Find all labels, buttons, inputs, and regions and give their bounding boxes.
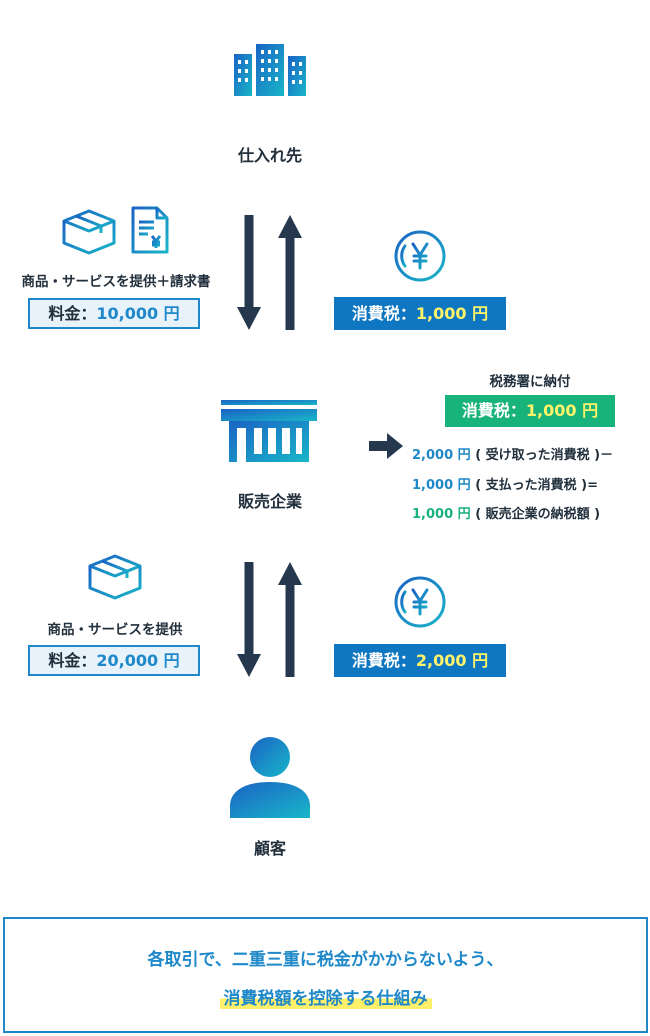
- top-goods-label: 商品・サービスを提供＋請求書: [21, 274, 211, 290]
- calc-line-1: 2,000 円 ( 受け取った消費税 )－: [412, 444, 613, 463]
- bottom-price-prefix: 料金：: [48, 651, 97, 670]
- yen-coin-icon: [393, 575, 447, 629]
- tax-office-tax-value: 1,000 円: [525, 401, 599, 420]
- calc-line-2: 1,000 円 ( 支払った消費税 )=: [412, 474, 598, 493]
- bottom-price-box: 料金：20,000 円: [28, 645, 200, 676]
- bottom-tax-box: 消費税：2,000 円: [334, 644, 506, 677]
- bottom-price-value: 20,000 円: [96, 651, 180, 670]
- top-tax-box: 消費税：1,000 円: [334, 297, 506, 330]
- bottom-tax-prefix: 消費税：: [351, 651, 416, 670]
- tax-office-tax-prefix: 消費税：: [461, 401, 526, 420]
- top-price-prefix: 料金：: [48, 304, 97, 323]
- supplier-label: 仕入れ先: [237, 146, 302, 165]
- summary-box: 各取引で、二重三重に税金がかからないよう、 消費税額を控除する仕組み: [3, 917, 648, 1033]
- tax-office-tax-box: 消費税：1,000 円: [445, 395, 615, 427]
- arrow-up-icon: [278, 562, 302, 677]
- calc-text-2: ( 支払った消費税 )=: [475, 478, 599, 493]
- bottom-tax-value: 2,000 円: [415, 651, 489, 670]
- summary-line-1: 各取引で、二重三重に税金がかからないよう、: [147, 950, 504, 970]
- yen-coin-icon: [393, 229, 447, 283]
- arrow-right-icon: [369, 433, 403, 459]
- box-icon: [86, 552, 144, 600]
- person-icon: [229, 736, 311, 818]
- customer-label: 顧客: [253, 839, 286, 858]
- tax-office-title: 税務署に納付: [489, 374, 571, 390]
- calc-line-3: 1,000 円 ( 販売企業の納税額 ): [412, 503, 600, 522]
- arrow-down-icon: [237, 215, 261, 330]
- calc-text-3: ( 販売企業の納税額 ): [475, 507, 601, 522]
- store-icon: [221, 400, 317, 462]
- box-icon: [60, 207, 118, 255]
- calc-value-2: 1,000 円: [412, 478, 471, 493]
- arrow-up-icon: [278, 215, 302, 330]
- invoice-icon: [130, 205, 170, 255]
- bottom-goods-label: 商品・サービスを提供: [47, 622, 183, 638]
- calc-value-1: 2,000 円: [412, 448, 471, 463]
- summary-line-2: 消費税額を控除する仕組み: [219, 984, 432, 1009]
- building-icon: [234, 44, 306, 96]
- seller-label: 販売企業: [237, 492, 302, 511]
- top-tax-prefix: 消費税：: [351, 304, 416, 323]
- calc-value-3: 1,000 円: [412, 507, 471, 522]
- arrow-down-icon: [237, 562, 261, 677]
- top-price-box: 料金：10,000 円: [28, 298, 200, 329]
- top-tax-value: 1,000 円: [415, 304, 489, 323]
- calc-text-1: ( 受け取った消費税 )－: [475, 448, 614, 463]
- top-price-value: 10,000 円: [96, 304, 180, 323]
